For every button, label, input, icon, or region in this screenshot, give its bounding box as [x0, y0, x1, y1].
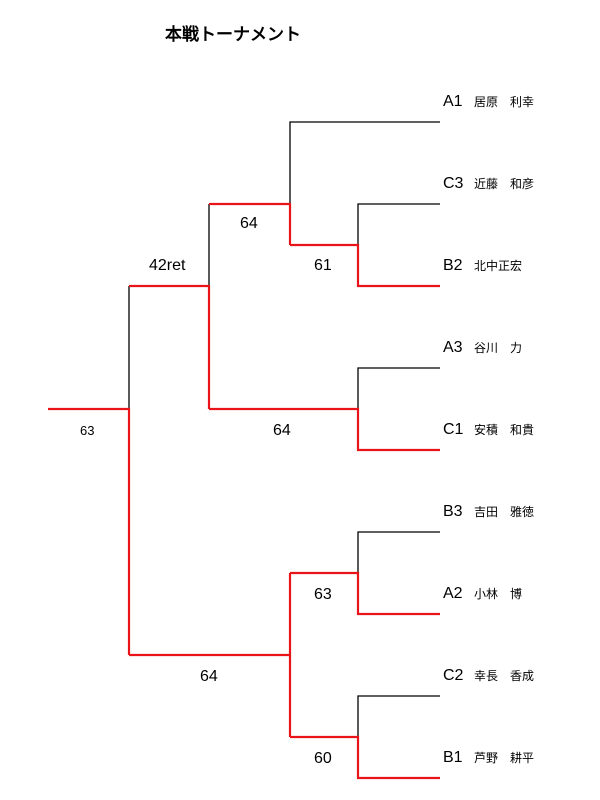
match-score: 61	[314, 257, 332, 274]
bracket-lines	[128, 121, 440, 737]
match-score: 60	[314, 750, 332, 767]
match-score: 42ret	[149, 257, 186, 274]
player-entry: C3 近藤 和彦	[443, 173, 534, 194]
match-score: 64	[240, 215, 258, 232]
match-score: 64	[273, 422, 291, 439]
winner-line-b2	[290, 243, 440, 288]
player-entry: A3 谷川 力	[443, 337, 522, 358]
winner-line-c1	[209, 407, 440, 452]
player-entry: B1 芦野 耕平	[443, 747, 534, 768]
player-entry: B2 北中正宏	[443, 255, 522, 276]
bracket-line-a1	[289, 121, 440, 204]
player-seed: B1	[443, 749, 463, 766]
player-name: 芦野 耕平	[474, 751, 535, 765]
page-title: 本戦トーナメント	[165, 25, 301, 45]
player-entry: B3 吉田 雅徳	[443, 501, 534, 522]
bracket-line-c2	[357, 695, 440, 737]
winner-line-a2	[290, 571, 440, 616]
bracket-line-c3	[357, 203, 440, 245]
player-entry: A1 居原 利幸	[443, 91, 534, 112]
player-entry: A2 小林 博	[443, 583, 522, 604]
bracket-line-b3	[357, 531, 440, 573]
player-name: 安積 和貴	[474, 423, 535, 437]
winner-line-c1-r3	[129, 284, 211, 409]
player-seed: C1	[443, 421, 464, 438]
player-seed: B3	[443, 503, 463, 520]
match-score: 64	[200, 668, 218, 685]
player-entry: C2 幸長 香成	[443, 665, 534, 686]
player-name: 北中正宏	[474, 259, 523, 273]
final-score: 63	[80, 423, 95, 438]
winner-line-final	[48, 407, 131, 655]
player-seed: A2	[443, 585, 463, 602]
player-name: 近藤 和彦	[474, 177, 535, 191]
player-seed: A3	[443, 339, 463, 356]
winner-line-b1	[290, 735, 440, 780]
player-seed: B2	[443, 257, 463, 274]
match-score: 63	[314, 586, 332, 603]
bracket-line-a3	[357, 367, 440, 409]
player-seed: C3	[443, 175, 464, 192]
player-name: 小林 博	[474, 587, 523, 601]
player-seed: A1	[443, 93, 463, 110]
player-entry: C1 安積 和貴	[443, 419, 534, 440]
player-name: 吉田 雅徳	[474, 505, 535, 519]
player-name: 幸長 香成	[474, 669, 535, 683]
player-name: 居原 利幸	[474, 95, 535, 109]
player-seed: C2	[443, 667, 464, 684]
player-name: 谷川 力	[474, 341, 523, 355]
winner-path-lines	[48, 202, 440, 780]
winner-line-b2-r2	[209, 202, 292, 245]
